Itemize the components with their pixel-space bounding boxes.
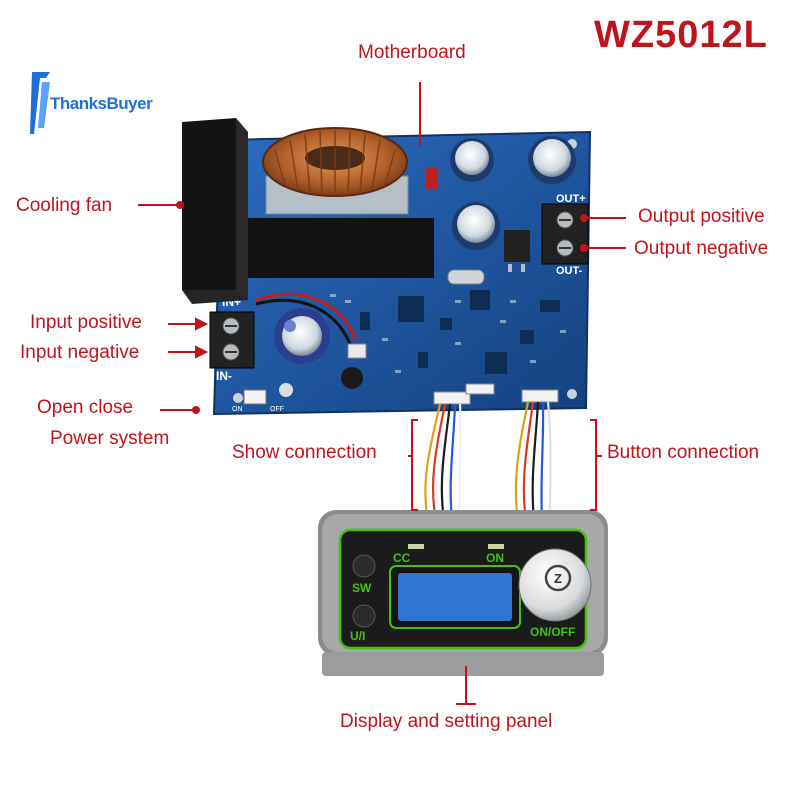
pcb-mark-in-minus: IN- xyxy=(216,369,232,383)
label-output-negative: Output negative xyxy=(634,238,769,259)
label-motherboard: Motherboard xyxy=(358,42,466,63)
label-output-positive: Output positive xyxy=(638,206,765,227)
product-title: WZ5012L xyxy=(594,14,768,56)
label-open-close: Open close xyxy=(37,397,134,418)
motherboard: IN+ IN- OUT+ OUT- ON OFF xyxy=(209,127,592,416)
knob-logo: Z xyxy=(554,571,562,586)
pcb-mark-on: ON xyxy=(232,406,243,413)
cc-label: CC xyxy=(393,551,411,565)
ribbon-cables xyxy=(424,401,552,521)
label-button-connection: Button connection xyxy=(607,442,760,463)
label-input-negative: Input negative xyxy=(20,342,140,363)
on-indicator-label: ON xyxy=(486,551,504,565)
label-cooling-fan: Cooling fan xyxy=(16,195,113,216)
on-off-label: ON/OFF xyxy=(530,625,575,639)
cooling-fan xyxy=(182,118,248,304)
pcb-mark-out-plus: OUT+ xyxy=(556,193,586,205)
brand-logo: ThanksBuyer xyxy=(30,68,153,140)
brand-logo-mark-icon xyxy=(30,72,50,134)
label-input-positive: Input positive xyxy=(30,312,142,333)
label-power-system: Power system xyxy=(50,428,170,449)
pcb-mark-off: OFF xyxy=(270,406,284,413)
callout-lines xyxy=(138,82,626,705)
ui-label: U/I xyxy=(350,629,365,643)
label-show-connection: Show connection xyxy=(232,442,377,463)
sw-label: SW xyxy=(352,581,372,595)
pcb-mark-out-minus: OUT- xyxy=(556,265,583,277)
display-panel: Z CC ON SW U/I ON/OFF xyxy=(318,510,608,676)
label-display-panel: Display and setting panel xyxy=(340,711,553,732)
brand-logo-text: ThanksBuyer xyxy=(50,94,153,113)
